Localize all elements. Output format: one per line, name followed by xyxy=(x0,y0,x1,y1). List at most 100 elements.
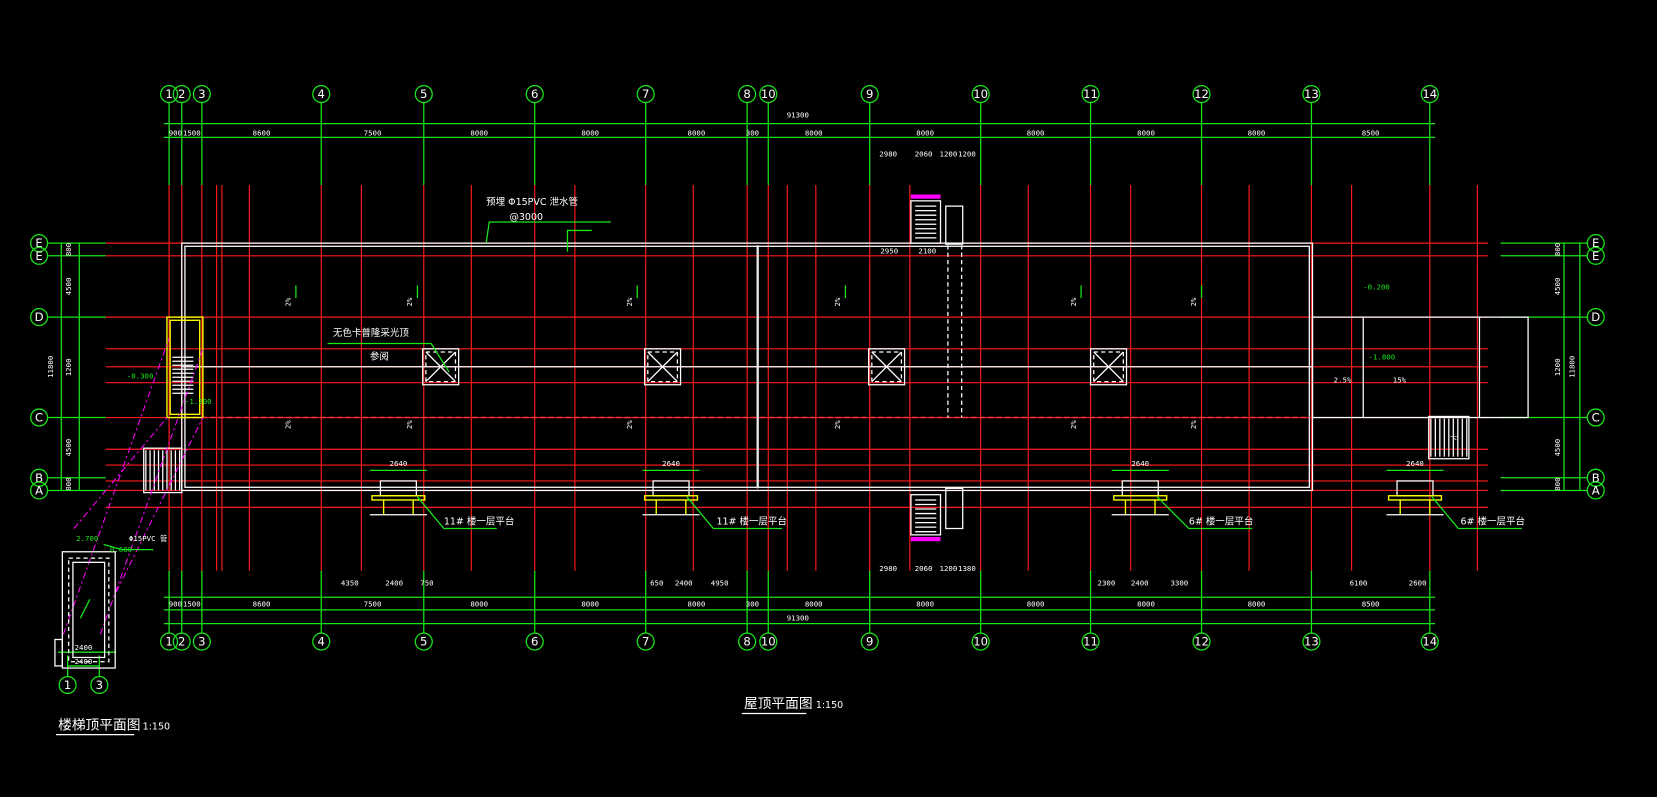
main-title: 屋顶平面图 xyxy=(744,696,813,712)
axis-label: 8 xyxy=(743,87,750,101)
down-mark: 下 xyxy=(1450,435,1457,444)
axis-label-h: D xyxy=(1591,310,1600,324)
dimension-value: 8000 xyxy=(1137,128,1155,137)
axis-label: 5 xyxy=(420,87,427,101)
axis-label-h: E xyxy=(35,249,42,263)
axis-label: 3 xyxy=(198,87,205,101)
dimension-value: 8000 xyxy=(1248,600,1266,609)
upper-stair-box-2 xyxy=(945,205,964,245)
axis-label: 10 xyxy=(761,635,776,649)
stair-dim-2: 2400 xyxy=(75,657,93,666)
axis-label: 9 xyxy=(866,87,873,101)
platform-top xyxy=(652,480,690,497)
projection-line xyxy=(73,417,168,529)
dimension-value: 300 xyxy=(746,128,759,137)
dimension-total-bottom: 91300 xyxy=(787,613,809,622)
dimension-value: 900 xyxy=(169,600,182,609)
skylight xyxy=(868,348,906,386)
axis-label: 13 xyxy=(1304,635,1319,649)
skylight-cross xyxy=(647,351,678,383)
red-grid-vertical xyxy=(168,184,1478,571)
dimension-value: 2060 xyxy=(915,149,933,158)
dimension-value: 2060 xyxy=(915,564,933,573)
skylight-ref-note: 参阅 xyxy=(370,350,389,362)
slope-right-2: 15% xyxy=(1393,376,1407,385)
dimension-value: 8000 xyxy=(581,128,599,137)
stair-detail-inner xyxy=(68,557,110,663)
platform-top xyxy=(1396,480,1434,497)
platform-label-4: 6# 楼一层平台 xyxy=(1460,515,1525,527)
dimension-value: 1200 xyxy=(940,149,958,158)
stair-axis-label: 1 xyxy=(64,678,71,692)
axis-label: 11 xyxy=(1083,87,1098,101)
platform-label-1: 11# 楼一层平台 xyxy=(444,515,515,527)
red-grid-horizontal xyxy=(105,242,1488,508)
axis-bubble xyxy=(1192,84,1211,104)
axis-label: 7 xyxy=(642,87,649,101)
axis-label: 13 xyxy=(1304,87,1319,101)
roof-outline xyxy=(181,242,1529,492)
axis-bubble-h xyxy=(30,408,49,427)
entry-stair xyxy=(143,447,183,494)
axis-bubble xyxy=(971,84,990,104)
axis-label-h: C xyxy=(1592,411,1600,425)
axis-label: 4 xyxy=(318,635,325,649)
stair-pipe-note: Φ15PVC 管 xyxy=(129,534,167,543)
dimension-left: 4500 xyxy=(64,278,73,296)
dimension-value: 8000 xyxy=(581,600,599,609)
platform-cap xyxy=(371,495,426,501)
axis-bubble xyxy=(860,632,879,651)
dimension-value: 8000 xyxy=(916,600,934,609)
mid-stair-towers xyxy=(910,194,964,542)
dimension-value: 8500 xyxy=(1362,128,1380,137)
slope-mark: 2% xyxy=(625,420,634,429)
skylight-dash xyxy=(1093,351,1124,383)
platform-leader-1 xyxy=(416,496,497,530)
annotation-text: 预埋 Φ15PVC 泄水管 @3000 无色卡普隆采光顶 参阅 11# 楼一层平… xyxy=(76,196,1525,554)
axis-bubble xyxy=(636,632,655,651)
axis-label: 10 xyxy=(973,87,988,101)
dimension-value: 3300 xyxy=(1170,579,1188,588)
skylight-cross xyxy=(1093,351,1124,383)
slope-mark: 2% xyxy=(833,420,842,429)
lower-stair-box-2 xyxy=(945,487,964,530)
dimension-right: 4500 xyxy=(1553,278,1562,296)
axis-bubble-h xyxy=(1586,308,1605,327)
axis-label: 11 xyxy=(1083,635,1098,649)
skylight xyxy=(422,348,460,386)
axis-bubble xyxy=(759,632,778,651)
skylight-note: 无色卡普隆采光顶 xyxy=(333,327,409,339)
axis-bubble xyxy=(414,632,433,651)
platform-top xyxy=(379,480,417,497)
right-stair-box xyxy=(1428,415,1470,460)
axis-label: 14 xyxy=(1422,87,1437,101)
axis-label: 6 xyxy=(531,87,538,101)
platform-width: 2640 xyxy=(390,459,408,468)
lower-magenta-bar xyxy=(910,536,941,542)
dimension-value: 1500 xyxy=(183,600,201,609)
dimension-value: 7500 xyxy=(364,600,382,609)
dimension-value: 2980 xyxy=(879,564,897,573)
axis-bubble xyxy=(738,84,757,104)
axis-bubble xyxy=(414,84,433,104)
dimension-left: 800 xyxy=(64,477,73,490)
slope-mark: 2% xyxy=(833,297,842,306)
dimension-value: 8000 xyxy=(1027,600,1045,609)
drain-leader xyxy=(485,221,611,244)
upper-stair-box xyxy=(910,200,942,244)
axis-bubble xyxy=(1081,84,1100,104)
dimension-left: 800 xyxy=(64,243,73,256)
platform-width: 2640 xyxy=(1406,459,1424,468)
dimension-left-total: 11800 xyxy=(46,356,55,378)
stair-frame xyxy=(166,316,204,419)
skylight-cross xyxy=(425,351,456,383)
stair-steps xyxy=(172,356,194,394)
dimension-right: 1200 xyxy=(1553,358,1562,376)
skylight-dash xyxy=(647,351,679,383)
dimension-value: 2950 xyxy=(880,247,898,256)
elev-stair: -0.300 xyxy=(127,371,154,380)
axis-label: 6 xyxy=(531,635,538,649)
projection-line xyxy=(115,417,204,593)
main-scale: 1:150 xyxy=(816,700,843,711)
